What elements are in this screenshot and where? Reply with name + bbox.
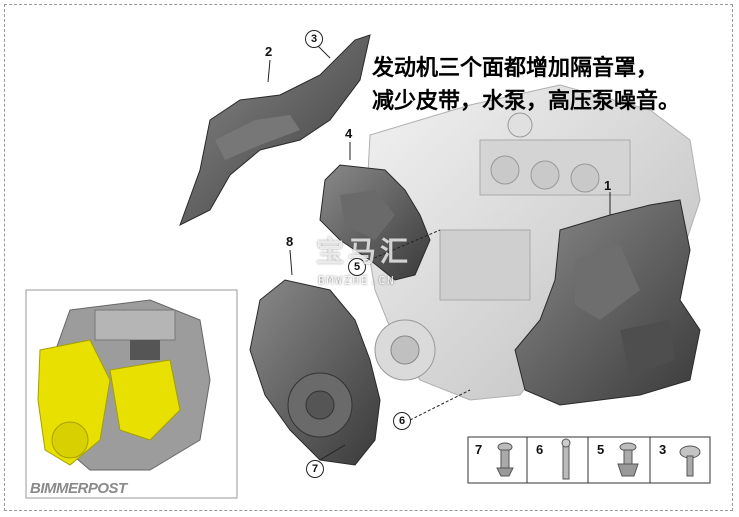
legend-label-3: 3 — [659, 442, 667, 457]
callout-8: 8 — [286, 234, 294, 249]
legend-label-7: 7 — [475, 442, 483, 457]
clip-7-icon — [496, 442, 514, 477]
callout-2: 2 — [265, 44, 273, 59]
legend-label-6: 6 — [536, 442, 544, 457]
stud-6-icon — [561, 438, 571, 480]
headline-text: 发动机三个面都增加隔音罩， 减少皮带，水泵，高压泵噪音。 — [372, 52, 680, 118]
screw-3-icon — [679, 445, 701, 477]
callout-4: 4 — [345, 126, 353, 141]
fastener-legend — [467, 436, 711, 484]
clip-5-icon — [617, 442, 639, 477]
callout-5: 5 — [348, 258, 366, 276]
part-1-cover — [514, 199, 701, 406]
callout-6: 6 — [393, 412, 411, 430]
part-4-cover — [319, 164, 431, 281]
bimmerpost-logo: BIMMERPOST — [30, 480, 127, 497]
legend-label-5: 5 — [597, 442, 605, 457]
inset-photo — [25, 289, 238, 499]
watermark-text: 宝马汇 — [316, 235, 413, 268]
headline-line-1: 发动机三个面都增加隔音罩， — [372, 56, 659, 81]
image-frame — [4, 4, 733, 511]
headline-line-2: 减少皮带，水泵，高压泵噪音。 — [372, 89, 681, 114]
part-8-cover — [249, 279, 381, 466]
callout-7: 7 — [306, 460, 324, 478]
leader-lines — [267, 45, 611, 461]
part-2-cover — [179, 34, 371, 227]
callout-3: 3 — [305, 30, 323, 48]
watermark-subtext: BMWZHE.CN — [318, 274, 396, 287]
callout-1: 1 — [604, 178, 612, 193]
